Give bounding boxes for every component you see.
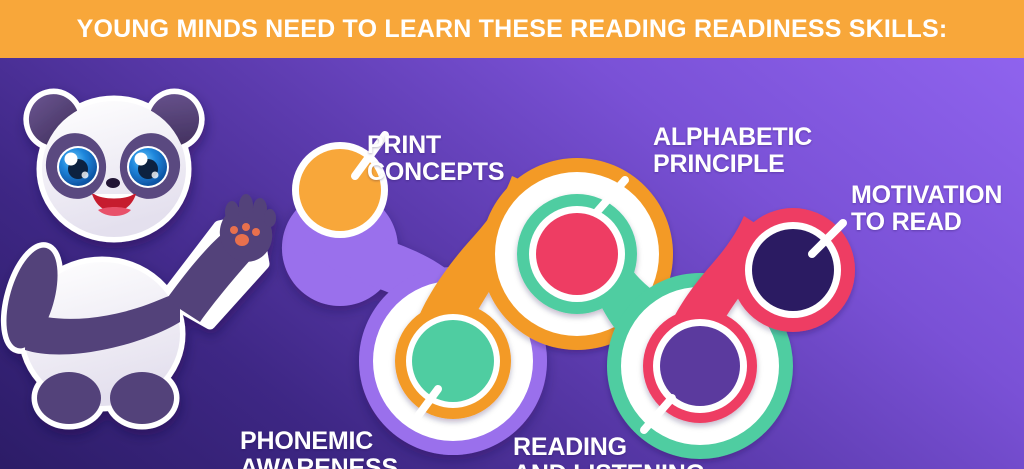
skill-label-phonemic-awareness: PHONEMIC AWARENESS	[240, 427, 398, 469]
infographic-body: PRINT CONCEPTS ALPHABETIC PRINCIPLE MOTI…	[0, 58, 1024, 469]
panda-foot-left	[37, 372, 101, 424]
leader-line-phonemic	[408, 385, 442, 428]
skill-label-print-concepts: PRINT CONCEPTS	[367, 131, 505, 186]
panda-eye-right	[127, 146, 169, 188]
page-title: YOUNG MINDS NEED TO LEARN THESE READING …	[76, 15, 948, 43]
node-phonemic-awareness-core	[406, 314, 500, 408]
panda-body-stripe	[25, 292, 180, 355]
panda-nose	[106, 178, 120, 188]
panda-mouth	[92, 194, 136, 216]
node-reading-comprehension-core	[653, 319, 747, 413]
panda-paw	[219, 194, 276, 262]
node-alphabetic-principle-core	[529, 206, 625, 302]
skill-label-reading-and-listening-comprehension: READING AND LISTENING COMPREHENSION	[513, 433, 705, 469]
panda-arm-right	[166, 234, 252, 322]
leader-lines	[351, 131, 847, 434]
panda-eye-left	[57, 146, 99, 188]
panda-mascot	[0, 88, 276, 430]
panda-foot-right	[110, 372, 174, 424]
panda-arm-left	[6, 247, 58, 349]
leader-line-alphabetic	[592, 176, 629, 217]
skill-label-alphabetic-principle: ALPHABETIC PRINCIPLE	[653, 123, 813, 178]
skills-chain-diagram	[0, 88, 855, 459]
header-band: YOUNG MINDS NEED TO LEARN THESE READING …	[0, 0, 1024, 58]
leader-line-reading	[640, 394, 676, 434]
skill-label-motivation-to-read: MOTIVATION TO READ	[851, 181, 1003, 236]
leader-line-motivation	[808, 219, 847, 258]
leader-line-print-concepts	[351, 131, 389, 180]
